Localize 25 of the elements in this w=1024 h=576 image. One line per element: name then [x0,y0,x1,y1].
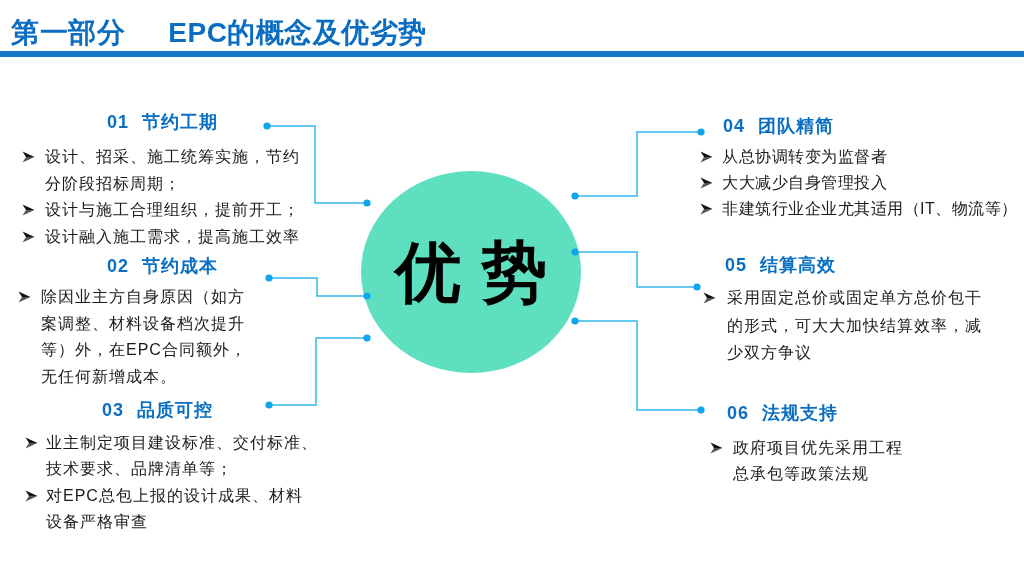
bullet-text: 设计与施工合理组织，提前开工； [45,200,301,220]
bullet-text: 大大减少自身管理投入 [722,173,888,193]
section-heading: 02 节约成本 [107,254,265,281]
bullet-text: 除因业主方自身原因（如方案调整、材料设备档次提升等）外，在EPC合同额外，无任何新增成本。 [41,287,248,388]
circle-node: 优势 [361,171,581,373]
section-heading: 03 品质可控 [102,398,265,422]
section-heading: 05 结算高效 [701,253,837,289]
section-heading: 06 法规支持 [705,401,839,425]
page-title: 第一部分 EPC的概念及优劣势 [11,16,427,50]
connector-line [265,274,371,300]
bullet-text: 设计融入施工需求，提高施工效率 [45,226,301,247]
connector-line [571,317,705,414]
bullet-text: 政府项目优先采用工程总承包等政策法规 [733,438,904,484]
bullet-text: 非建筑行业企业尤其适用（IT、物流等） [722,199,1019,219]
section-heading: 01 节约工期 [107,110,263,134]
connector-line [571,248,701,291]
bullet-text: 业主制定项目建设标准、交付标准、技术要求、品牌清单等； [46,433,319,480]
section-heading: 04 团队精简 [705,114,835,138]
connector-line [263,122,371,207]
connector-line [265,334,371,409]
bullet-text: 采用固定总价或固定单方总价包干的形式，可大大加快结算效率，减少双方争议 [727,288,983,363]
connector-line [571,128,705,200]
bullet-text: 对EPC总包上报的设计成果、材料设备严格审查 [46,485,304,532]
bullet-text: 设计、招采、施工统筹实施，节约分阶段招标周期； [45,147,301,194]
bullet-text: 从总协调转变为监督者 [722,147,888,167]
